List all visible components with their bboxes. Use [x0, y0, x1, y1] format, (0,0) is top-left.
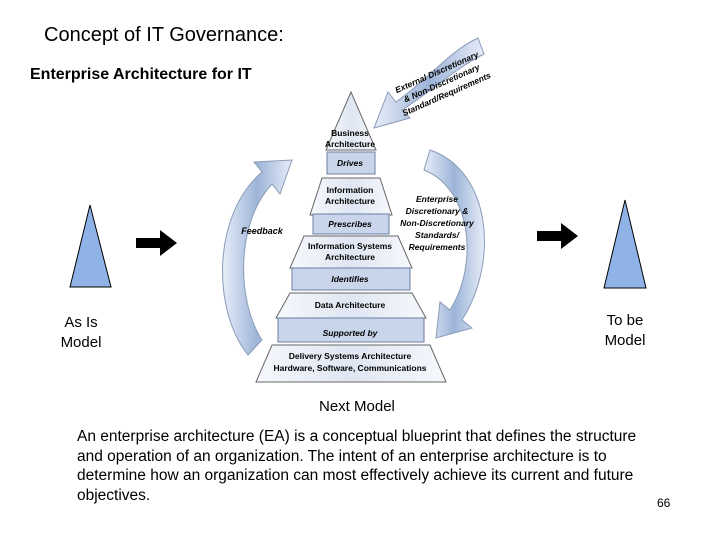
connector-label-prescribes: Prescribes: [328, 219, 372, 229]
external-label: External Discretionary& Non-Discretionar…: [391, 48, 493, 118]
pyramid-tip: [325, 90, 377, 151]
slide-title: Concept of IT Governance:: [44, 24, 284, 46]
to-be-triangle: [603, 199, 647, 289]
pyramid-tier-2: [309, 177, 393, 216]
as-is-label-line2: Model: [60, 334, 102, 351]
page-number: 66: [657, 496, 671, 510]
to-be-label: To be Model: [590, 311, 660, 351]
to-be-label-line2: Model: [604, 332, 646, 349]
connector-band-2: [312, 213, 390, 235]
connector-label-supported-by: Supported by: [323, 328, 379, 338]
connector-label-identifies: Identifies: [331, 274, 369, 284]
as-is-triangle: [69, 204, 112, 288]
connector-band-1: [326, 151, 376, 175]
external-arrow: [373, 37, 485, 129]
to-be-label-line1: To be: [606, 312, 644, 329]
pyramid-tier-4: [275, 292, 427, 319]
pyramid-tier-3: [289, 235, 413, 269]
right-arrow-icon: [537, 223, 578, 249]
as-is-label: As Is Model: [46, 313, 116, 353]
standards-arrow: [423, 149, 485, 339]
layer-label-data: Data Architecture: [315, 300, 386, 310]
connector-band-4: [277, 317, 425, 343]
feedback-label: Feedback: [241, 226, 284, 236]
connector-band-3: [291, 267, 411, 291]
feedback-arrow: [222, 159, 293, 356]
pyramid-tier-5: [255, 344, 447, 383]
as-is-label-line1: As Is: [64, 314, 98, 331]
slide-subtitle: Enterprise Architecture for IT: [30, 66, 252, 83]
left-arrow-icon: [136, 230, 177, 256]
next-model-label: Next Model: [319, 398, 395, 415]
connector-label-drives: Drives: [337, 158, 363, 168]
description-paragraph: An enterprise architecture (EA) is a con…: [77, 428, 637, 504]
